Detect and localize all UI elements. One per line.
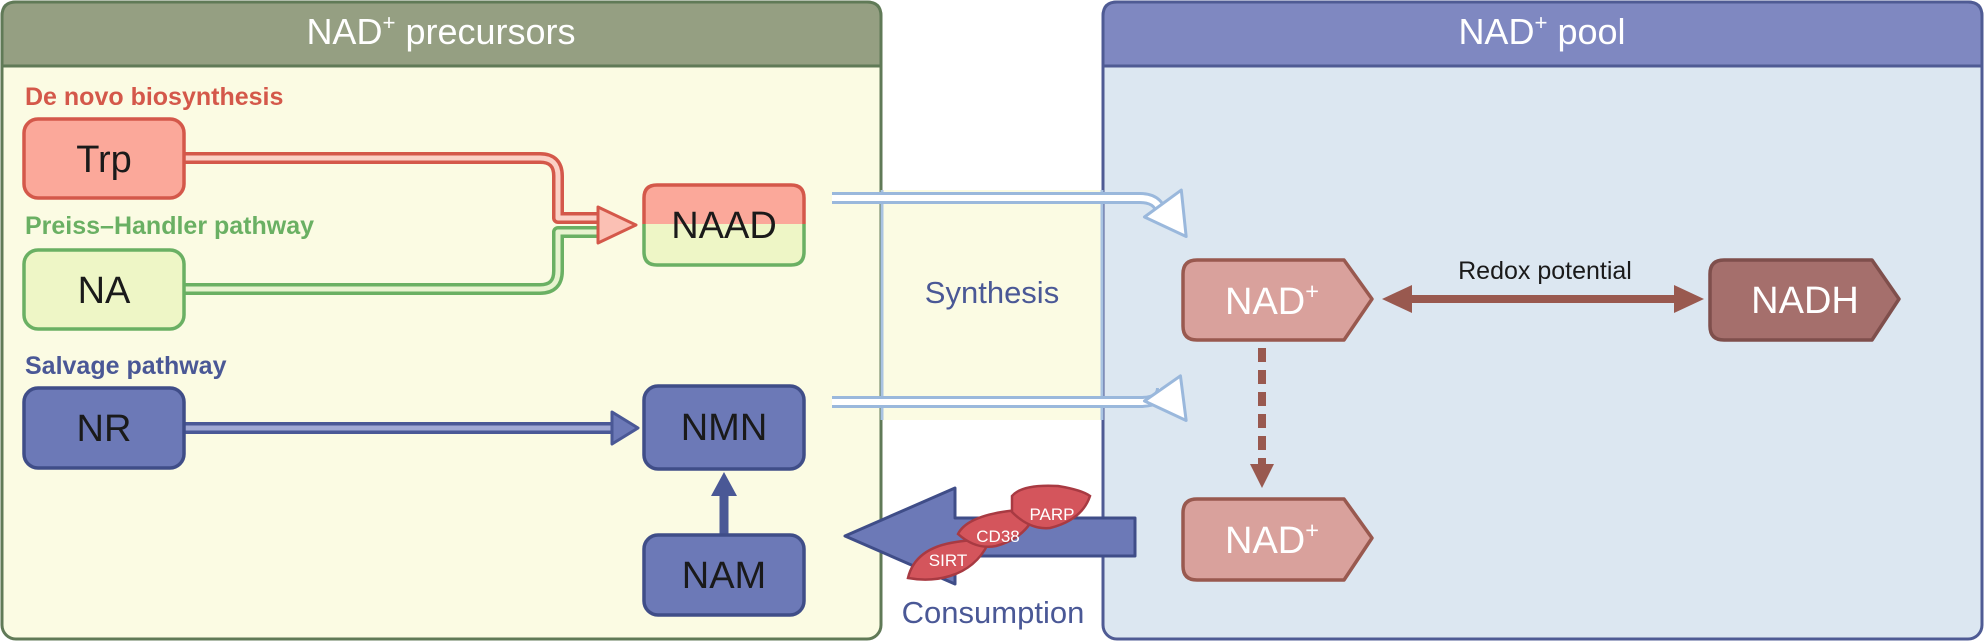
synthesis-arrow-top <box>832 188 1188 238</box>
node-nad-top-label: NAD+ <box>1225 278 1319 323</box>
naad-arrowhead <box>596 205 638 245</box>
node-nam[interactable]: NAM <box>642 533 806 617</box>
synthesis-band <box>880 190 1104 420</box>
node-nmn-label: NMN <box>681 407 768 449</box>
pool-title: NAD+ pool <box>1458 10 1625 52</box>
redox-arrow <box>1382 285 1704 313</box>
enzyme-parp: PARP <box>1010 484 1092 530</box>
nad-consumption-dashed-arrow <box>1250 348 1274 488</box>
precursors-title: NAD+ precursors <box>306 10 575 52</box>
node-nmn[interactable]: NMN <box>642 384 806 471</box>
trp-to-naad-arrow <box>183 152 610 224</box>
node-nr-label: NR <box>77 408 132 450</box>
na-to-naad-arrow <box>183 226 610 295</box>
pool-panel: NAD+ pool <box>1101 0 1984 641</box>
nr-to-nmn-arrow <box>183 410 640 446</box>
node-nam-label: NAM <box>682 555 766 597</box>
node-trp[interactable]: Trp <box>22 117 186 200</box>
redox-label: Redox potential <box>1458 257 1632 285</box>
synthesis-arrow-bottom <box>832 374 1188 422</box>
preiss-handler-label: Preiss–Handler pathway <box>25 212 314 240</box>
salvage-label: Salvage pathway <box>25 352 227 380</box>
de-novo-label: De novo biosynthesis <box>25 83 283 111</box>
consumption-label: Consumption <box>902 595 1085 630</box>
enzyme-cd38-label: CD38 <box>976 527 1019 546</box>
node-nad-bottom-label: NAD+ <box>1225 517 1319 562</box>
node-trp-label: Trp <box>76 139 132 181</box>
synthesis-label: Synthesis <box>925 275 1059 310</box>
node-nr[interactable]: NR <box>22 386 186 470</box>
node-na-label: NA <box>78 270 131 312</box>
enzyme-sirt-label: SIRT <box>929 551 967 570</box>
node-naad[interactable]: NAAD <box>642 183 806 267</box>
enzyme-parp-label: PARP <box>1029 505 1074 524</box>
node-nadh-label: NADH <box>1751 280 1859 322</box>
nam-to-nmn-arrow <box>711 472 737 535</box>
node-naad-label: NAAD <box>671 205 777 247</box>
node-nad-top[interactable]: NAD+ <box>1181 258 1374 342</box>
node-nad-bottom[interactable]: NAD+ <box>1181 497 1374 582</box>
enzyme-cd38: CD38 <box>956 508 1038 548</box>
node-nadh[interactable]: NADH <box>1708 258 1901 342</box>
node-na[interactable]: NA <box>22 248 186 331</box>
